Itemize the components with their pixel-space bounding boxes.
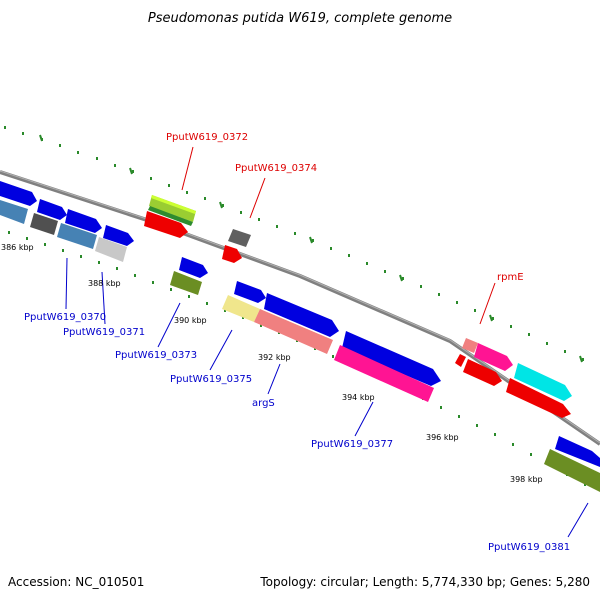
gene-arrow-0371	[57, 223, 97, 249]
gene-arrow	[514, 363, 572, 401]
gene-label-rpme: rpmE	[497, 272, 524, 283]
gene-arrow	[264, 293, 339, 337]
gene-arrows-inner-strand	[0, 200, 600, 492]
gene-label-pputw619-0372: PputW619_0372	[166, 132, 248, 143]
genome-backbone	[0, 170, 600, 446]
gene-label-args: argS	[252, 398, 275, 409]
scale-label-388-kbp: 388 kbp	[88, 279, 121, 288]
gene-arrow	[95, 237, 127, 262]
genome-summary-text: Topology: circular; Length: 5,774,330 bp…	[259, 575, 590, 589]
gene-arrows-outer-strand	[0, 181, 600, 467]
accession-text: Accession: NC_010501	[8, 575, 144, 589]
gene-arrow	[234, 281, 266, 303]
scale-label-392-kbp: 392 kbp	[258, 353, 291, 362]
outer-scale-major-ticks	[39, 134, 583, 363]
gene-arrow	[463, 359, 502, 386]
gene-arrow	[254, 309, 333, 354]
scale-label-394-kbp: 394 kbp	[342, 393, 375, 402]
gene-arrow	[30, 213, 58, 235]
outer-scale-ticks	[4, 126, 584, 361]
gene-arrow	[342, 331, 441, 386]
gene-arrow-argS	[334, 345, 434, 402]
gene-arrow	[37, 199, 67, 220]
scale-label-386-kbp: 386 kbp	[1, 243, 34, 252]
gene-arrow-0375	[222, 295, 260, 322]
gene-leader-lines	[65, 146, 589, 538]
gene-arrow-rpmE	[462, 338, 478, 353]
gene-label-pputw619-0370: PputW619_0370	[24, 312, 106, 323]
gene-arrow	[144, 211, 188, 238]
gene-label-pputw619-0375: PputW619_0375	[170, 374, 252, 385]
map-title: Pseudomonas putida W619, complete genome	[148, 11, 452, 26]
gene-label-pputw619-0377: PputW619_0377	[311, 439, 393, 450]
gene-arrow	[103, 225, 134, 246]
scale-label-390-kbp: 390 kbp	[174, 316, 207, 325]
gene-arrow-0370	[0, 200, 28, 224]
gene-arrow	[506, 378, 571, 418]
gene-arrow	[0, 181, 37, 206]
gene-arrow	[455, 354, 466, 367]
gene-arrow	[474, 343, 513, 371]
gene-arrow-0374	[228, 229, 251, 247]
scale-label-398-kbp: 398 kbp	[510, 475, 543, 484]
gene-label-pputw619-0371: PputW619_0371	[63, 327, 145, 338]
gene-arrow	[179, 257, 208, 278]
gene-arrow-0373	[170, 271, 202, 295]
gene-arrow	[555, 436, 600, 467]
gene-arrow	[148, 206, 193, 226]
gene-arrow-0372	[149, 195, 196, 222]
gene-label-pputw619-0374: PputW619_0374	[235, 163, 317, 174]
gene-arrow-0381	[544, 449, 600, 492]
gene-label-pputw619-0373: PputW619_0373	[115, 350, 197, 361]
gene-label-pputw619-0381: PputW619_0381	[488, 542, 570, 553]
gene-arrow	[65, 209, 102, 233]
scale-label-396-kbp: 396 kbp	[426, 433, 459, 442]
gene-arrow	[222, 245, 242, 263]
